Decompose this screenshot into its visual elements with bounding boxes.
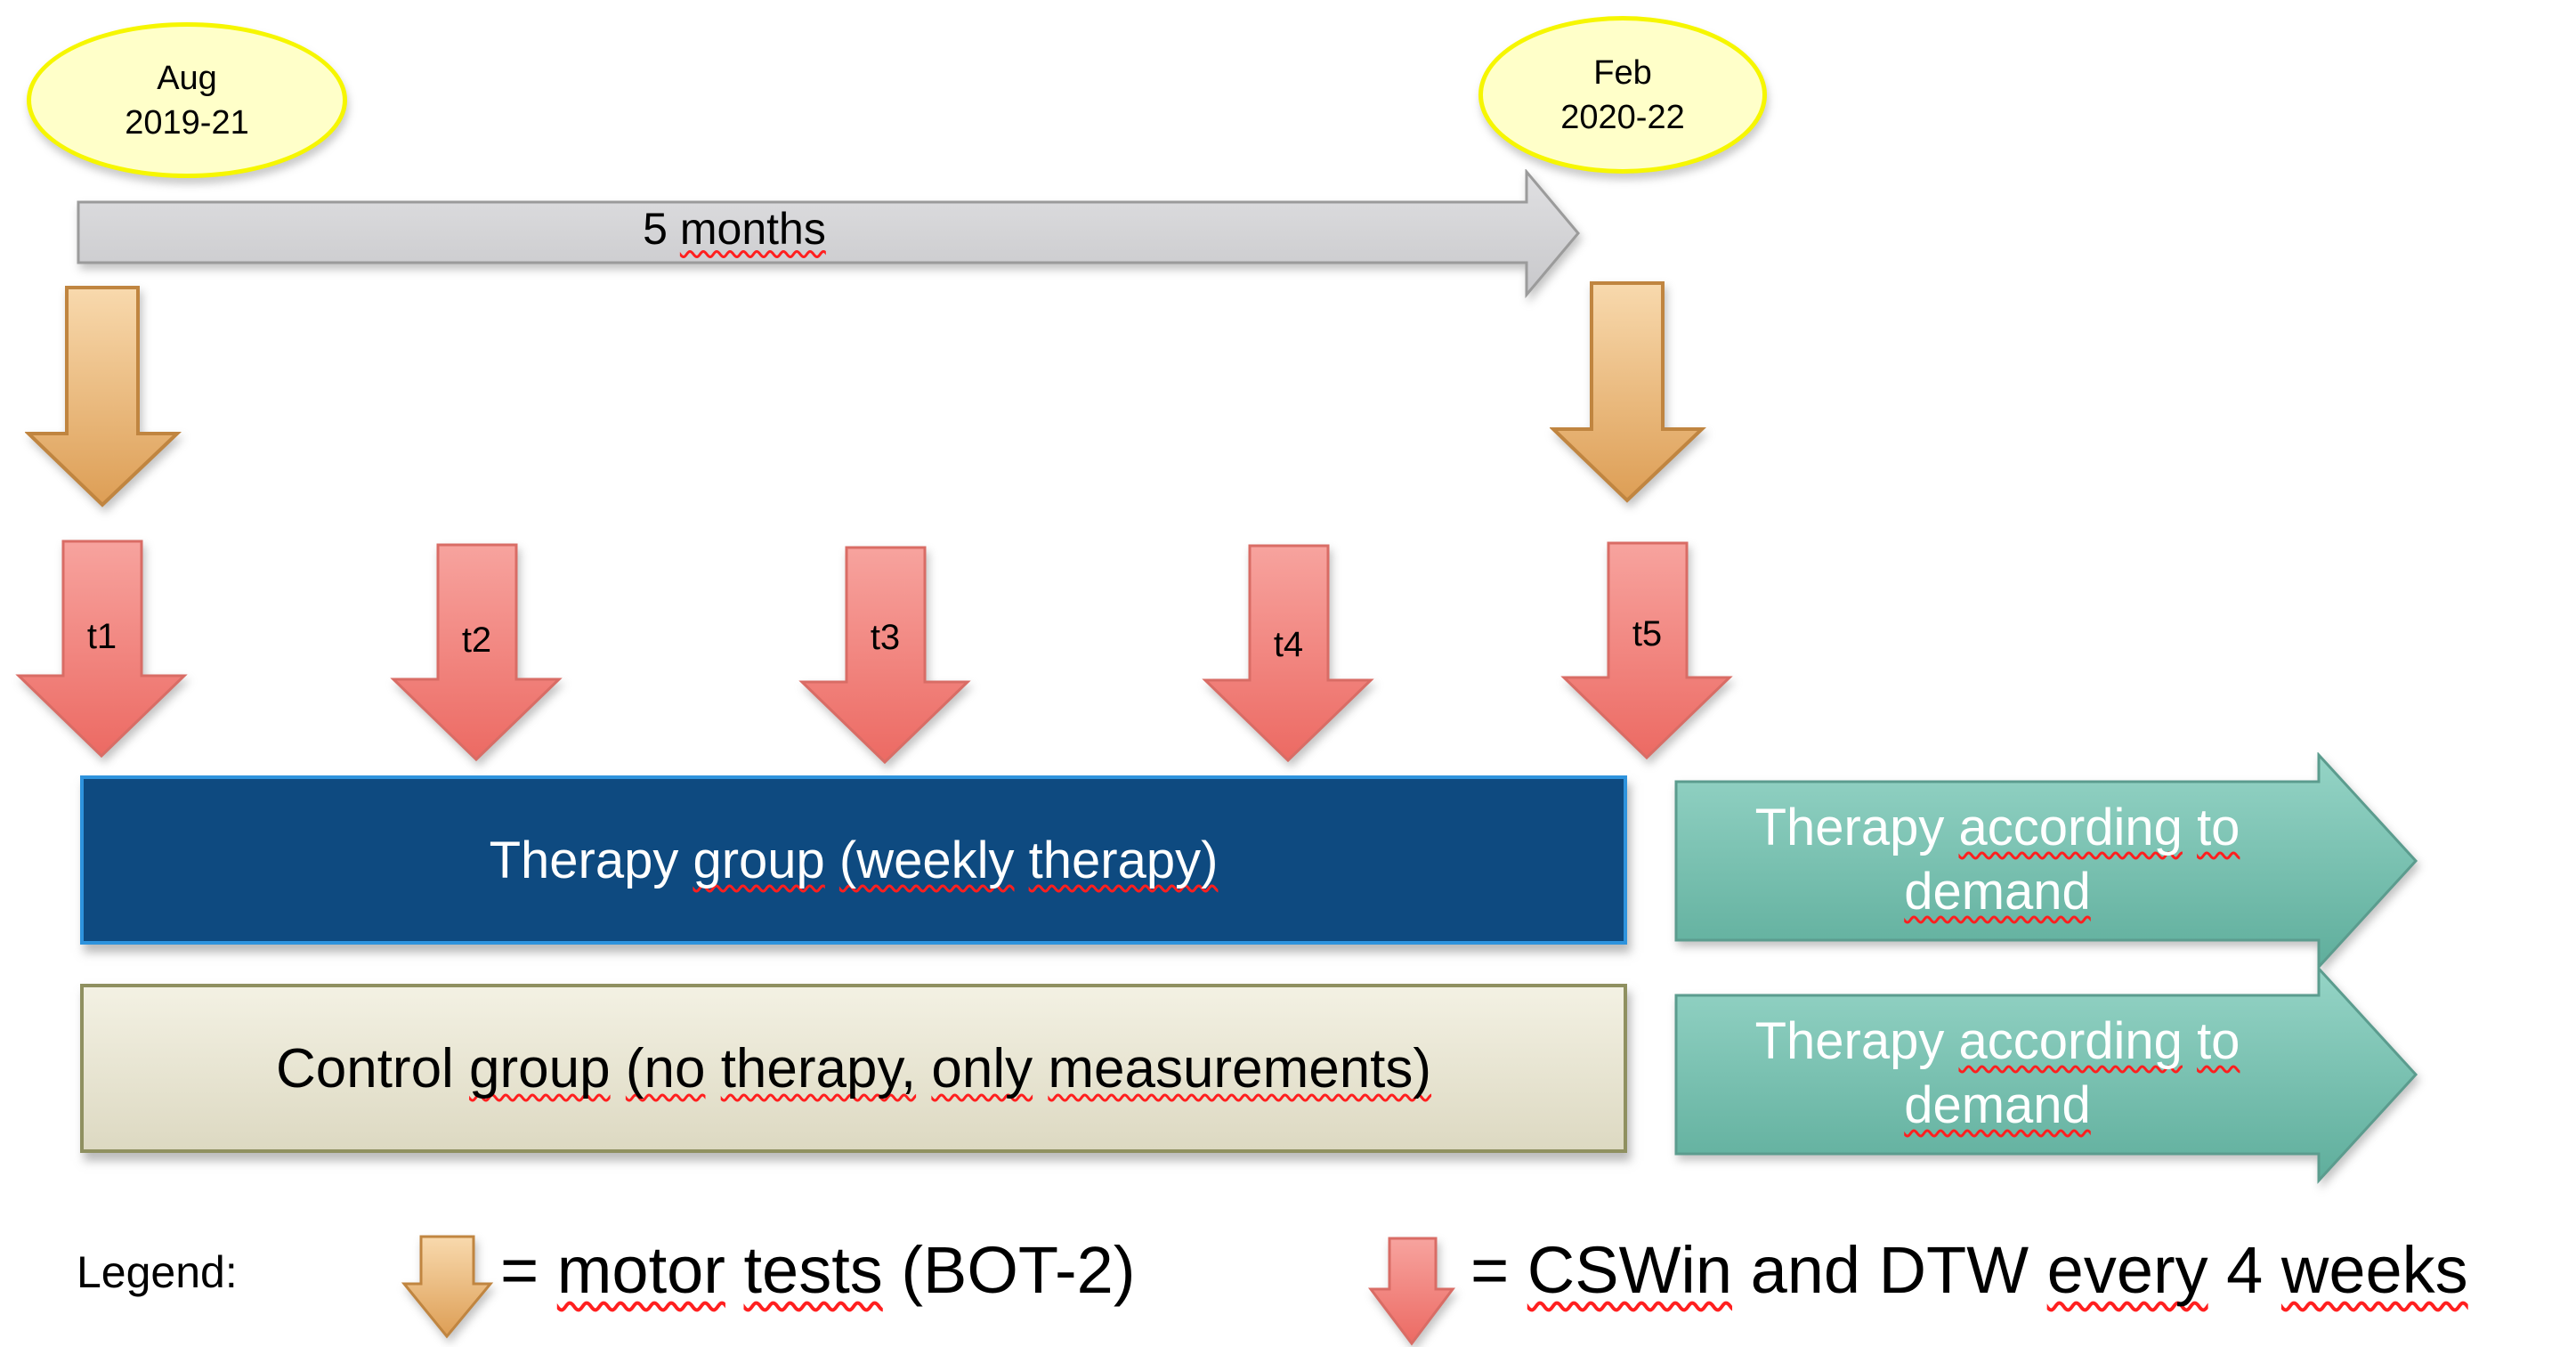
down-arrow-shape xyxy=(1202,544,1374,763)
right-arrow-shape xyxy=(1674,752,2418,970)
down-arrow-shape xyxy=(1367,1237,1456,1346)
therapy-group-box: Therapy group (weekly therapy) xyxy=(80,775,1627,945)
timeline-arrow-icon xyxy=(77,169,1580,298)
followup-arrow-control-icon xyxy=(1674,966,2418,1184)
followup-label-line2: demand xyxy=(1904,862,2091,921)
timepoint-label-t3: t3 xyxy=(870,618,901,657)
down-arrow-shape xyxy=(15,540,188,759)
end-milestone-years: 2020-22 xyxy=(1560,98,1685,136)
timeline-arrow-shape xyxy=(77,169,1580,298)
therapy-group-label: Therapy group (weekly therapy) xyxy=(489,831,1219,889)
motor-test-arrow-end-icon xyxy=(1550,281,1706,503)
down-arrow-shape xyxy=(1560,541,1733,760)
end-milestone-ellipse: Feb 2020-22 xyxy=(1478,16,1767,174)
down-arrow-shape xyxy=(25,286,182,507)
legend-motor-arrow-icon xyxy=(401,1235,494,1339)
followup-label-control: Therapy according to demand xyxy=(1676,995,2319,1151)
down-arrow-shape xyxy=(390,543,563,762)
start-milestone-years: 2019-21 xyxy=(125,103,249,142)
legend-title: Legend: xyxy=(77,1247,238,1297)
legend-cswin-arrow-icon xyxy=(1367,1237,1456,1346)
legend-cswin-label: = CSWin and DTW every 4 weeks xyxy=(1470,1233,2468,1307)
start-milestone-ellipse: Aug 2019-21 xyxy=(27,22,347,178)
followup-label-therapy: Therapy according to demand xyxy=(1676,782,2319,937)
timepoint-label-t4: t4 xyxy=(1273,625,1304,664)
measurement-arrow-t1-icon xyxy=(15,540,188,759)
timepoint-label-t1: t1 xyxy=(86,617,117,656)
down-arrow-shape xyxy=(798,546,971,765)
start-milestone-month: Aug xyxy=(157,59,217,97)
right-arrow-shape xyxy=(1674,966,2418,1184)
measurement-arrow-t2-icon xyxy=(390,543,563,762)
followup-label-line1: Therapy according to xyxy=(1754,1011,2240,1070)
down-arrow-shape xyxy=(401,1235,494,1339)
duration-label: 5 months xyxy=(643,204,826,254)
down-arrow-shape xyxy=(1550,281,1706,503)
measurement-arrow-t3-icon xyxy=(798,546,971,765)
followup-label-line1: Therapy according to xyxy=(1754,798,2240,856)
control-group-label: Control group (no therapy, only measurem… xyxy=(275,1037,1432,1100)
legend-motor-label: = motor tests (BOT-2) xyxy=(500,1233,1136,1307)
measurement-arrow-t4-icon xyxy=(1202,544,1374,763)
motor-test-arrow-start-icon xyxy=(25,286,182,507)
end-milestone-month: Feb xyxy=(1593,53,1652,92)
timepoint-label-t2: t2 xyxy=(461,621,492,660)
measurement-arrow-t5-icon xyxy=(1560,541,1733,760)
timepoint-label-t5: t5 xyxy=(1632,614,1663,653)
control-group-box: Control group (no therapy, only measurem… xyxy=(80,984,1627,1153)
followup-arrow-therapy-icon xyxy=(1674,752,2418,970)
followup-label-line2: demand xyxy=(1904,1075,2091,1134)
